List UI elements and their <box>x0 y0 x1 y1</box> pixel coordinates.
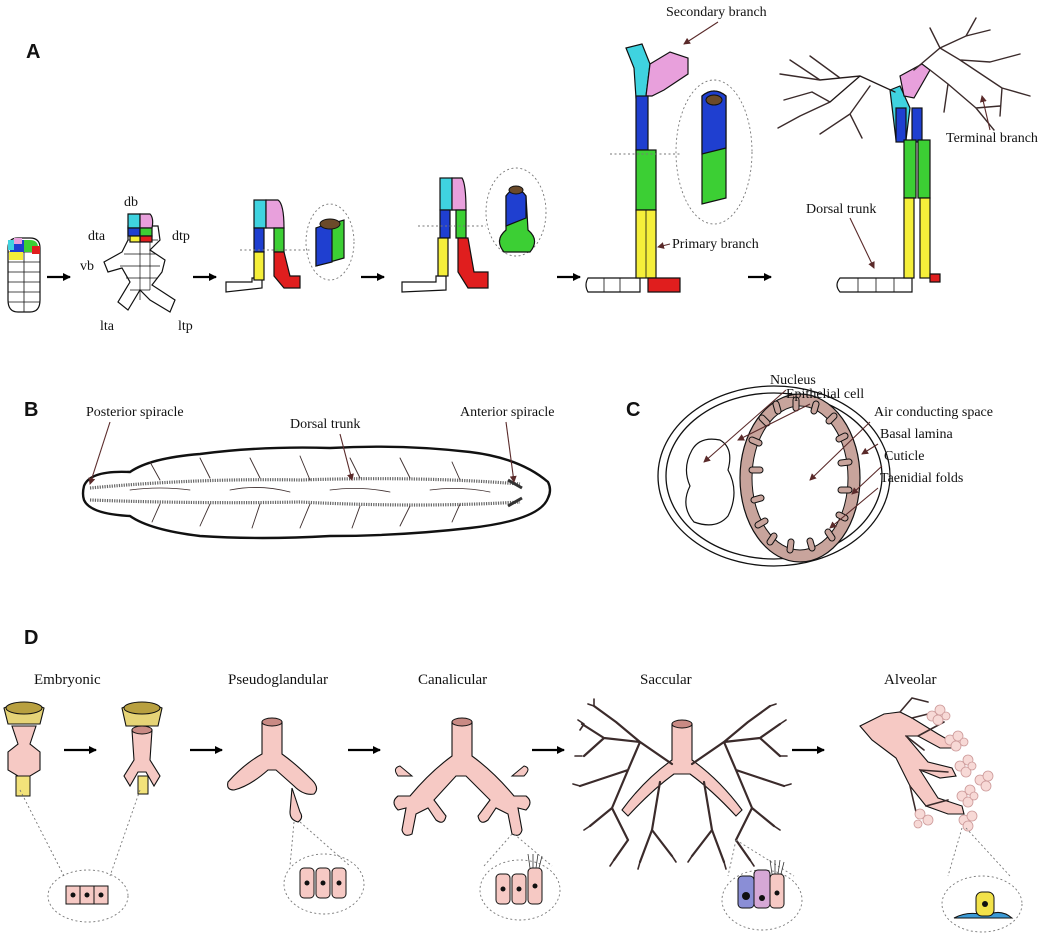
stage-label-alveolar: Alveolar <box>884 672 936 688</box>
cell-inset-alveolar <box>941 827 1023 933</box>
taenidial-folds <box>748 396 853 554</box>
terminal-branch-stage <box>777 17 1031 293</box>
pointer-cuticle <box>851 465 883 495</box>
pointer-terminal-branch <box>979 95 991 131</box>
stage-label-pseudoglandular: Pseudoglandular <box>228 672 328 688</box>
cell-inset-embryonic <box>19 789 141 923</box>
label-taenidial-folds: Taenidial folds <box>880 471 963 486</box>
elongating-branch <box>401 177 489 293</box>
label-terminal-branch: Terminal branch <box>946 131 1038 146</box>
pointer-basal-lamina <box>861 443 879 455</box>
stage-label-saccular: Saccular <box>640 672 692 688</box>
early-branch <box>225 199 310 293</box>
tube-inset-2 <box>485 167 547 257</box>
pointer-anterior-spiracle <box>505 421 517 483</box>
placode-branching <box>103 213 176 313</box>
label-db: db <box>124 195 138 210</box>
label-primary-branch: Primary branch <box>672 237 759 252</box>
lung-alveolar <box>859 697 994 832</box>
trachea-cross-section <box>657 385 891 567</box>
lung-bud-embryonic-1 <box>3 701 45 797</box>
lung-canalicular <box>393 717 531 836</box>
label-vb: vb <box>80 259 94 274</box>
label-cuticle: Cuticle <box>884 449 924 464</box>
pointer-air-conducting-space <box>809 421 871 481</box>
placode-embryo <box>7 237 41 313</box>
panel-label-a: A <box>26 41 40 63</box>
label-dorsal-trunk-a: Dorsal trunk <box>806 202 876 217</box>
tube-inset-3 <box>675 79 753 225</box>
pointer-dorsal-trunk-a <box>849 217 875 269</box>
pointer-nucleus <box>703 389 787 463</box>
cell-inset-saccular <box>721 839 803 931</box>
lung-pseudoglandular <box>227 717 318 823</box>
label-dorsal-trunk-b: Dorsal trunk <box>290 417 360 432</box>
label-anterior-spiracle: Anterior spiracle <box>460 405 554 420</box>
pointer-taenidial-folds <box>829 487 879 529</box>
tube-inset-1 <box>305 203 355 281</box>
label-lta: lta <box>100 319 115 334</box>
stage-label-canalicular: Canalicular <box>418 672 487 688</box>
cell-inset-pseudoglandular <box>283 821 365 915</box>
label-posterior-spiracle: Posterior spiracle <box>86 405 184 420</box>
nucleus-shape <box>685 438 735 526</box>
panel-label-b: B <box>24 399 38 421</box>
lung-saccular <box>572 698 792 870</box>
pointer-primary-branch <box>657 242 671 249</box>
stage-label-embryonic: Embryonic <box>34 672 101 688</box>
panel-label-d: D <box>24 627 38 649</box>
label-basal-lamina: Basal lamina <box>880 427 953 442</box>
label-air-conducting-space: Air conducting space <box>874 405 993 420</box>
cell-inset-canalicular <box>479 833 561 921</box>
larva-tracheal-system <box>81 445 552 540</box>
label-dtp: dtp <box>172 229 190 244</box>
label-secondary-branch: Secondary branch <box>666 5 767 20</box>
pointer-posterior-spiracle <box>88 421 111 485</box>
pointer-secondary-branch <box>683 21 719 45</box>
lung-bud-embryonic-2 <box>121 701 163 795</box>
panel-label-c: C <box>626 399 640 421</box>
primary-branch-stage <box>585 43 689 293</box>
label-dta: dta <box>88 229 106 244</box>
pointer-epithelial-cell <box>737 403 811 441</box>
label-epithelial-cell: Epithelial cell <box>786 387 864 402</box>
label-ltp: ltp <box>178 319 193 334</box>
label-nucleus: Nucleus <box>770 373 816 388</box>
pointer-dorsal-trunk-b <box>339 433 354 481</box>
